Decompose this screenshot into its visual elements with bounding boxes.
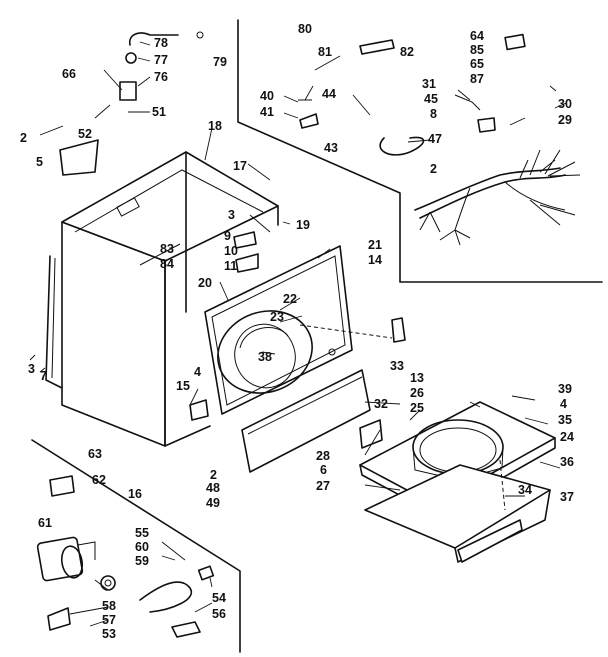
label-p5: 5: [36, 155, 43, 169]
label-p23: 23: [270, 310, 284, 324]
label-p25: 25: [410, 401, 424, 415]
label-p45: 45: [424, 92, 438, 106]
label-p18: 18: [208, 119, 222, 133]
label-p79: 79: [213, 55, 227, 69]
label-p24: 24: [560, 430, 574, 444]
label-p14: 14: [368, 253, 382, 267]
label-p26: 26: [410, 386, 424, 400]
label-p53: 53: [102, 627, 116, 641]
label-p43: 43: [324, 141, 338, 155]
label-p55: 55: [135, 526, 149, 540]
motor-assembly: [36, 536, 215, 638]
label-p76: 76: [154, 70, 168, 84]
label-p48: 48: [206, 481, 220, 495]
label-p2b: 2: [210, 468, 217, 482]
label-p37: 37: [560, 490, 574, 504]
label-p29: 29: [558, 113, 572, 127]
label-p60: 60: [135, 540, 149, 554]
label-p81: 81: [318, 45, 332, 59]
label-p58: 58: [102, 599, 116, 613]
label-p22: 22: [283, 292, 297, 306]
label-p83: 83: [160, 242, 174, 256]
wire-harness: [414, 149, 581, 246]
base-assembly: [359, 401, 556, 563]
front-panel: [204, 245, 393, 415]
label-p49: 49: [206, 496, 220, 510]
label-p20: 20: [198, 276, 212, 290]
label-p35: 35: [558, 413, 572, 427]
label-p10: 10: [224, 244, 238, 258]
label-p82: 82: [400, 45, 414, 59]
label-p31: 31: [422, 77, 436, 91]
label-p15: 15: [176, 379, 190, 393]
label-p3a: 3: [228, 208, 235, 222]
toe-panel: [241, 369, 371, 473]
label-p59: 59: [135, 554, 149, 568]
label-p78: 78: [154, 36, 168, 50]
label-p38: 38: [258, 350, 272, 364]
label-p4a: 4: [194, 365, 201, 379]
label-p6: 6: [320, 463, 327, 477]
label-p41: 41: [260, 105, 274, 119]
label-p65: 65: [470, 57, 484, 71]
label-p36: 36: [560, 455, 574, 469]
label-p4b: 4: [560, 397, 567, 411]
label-p7: 7: [40, 369, 47, 383]
label-p8: 8: [430, 107, 437, 121]
label-p77: 77: [154, 53, 168, 67]
label-p33: 33: [390, 359, 404, 373]
label-p40: 40: [260, 89, 274, 103]
label-p64: 64: [470, 29, 484, 43]
label-p30: 30: [558, 97, 572, 111]
label-p2a: 2: [20, 131, 27, 145]
small-parts: [49, 31, 526, 497]
label-p66: 66: [62, 67, 76, 81]
label-p28: 28: [316, 449, 330, 463]
label-p52: 52: [78, 127, 92, 141]
label-p44: 44: [322, 87, 336, 101]
label-p80: 80: [298, 22, 312, 36]
part-labels: 80 81 82 78 77 76 79 66 51 52 2 5 18 17 …: [20, 22, 574, 641]
label-p47: 47: [428, 132, 442, 146]
label-p13: 13: [410, 371, 424, 385]
label-p16: 16: [128, 487, 142, 501]
label-p62: 62: [92, 473, 106, 487]
section-dividers: [31, 19, 603, 653]
label-p27: 27: [316, 479, 330, 493]
label-p11: 11: [224, 259, 237, 273]
label-p21: 21: [368, 238, 382, 252]
label-p57: 57: [102, 613, 116, 627]
label-p56: 56: [212, 607, 226, 621]
label-p51: 51: [152, 105, 166, 119]
label-p54: 54: [212, 591, 226, 605]
label-p34: 34: [518, 483, 532, 497]
label-p85: 85: [470, 43, 484, 57]
cabinet: [45, 151, 279, 447]
label-p61: 61: [38, 516, 52, 530]
label-p32: 32: [374, 397, 388, 411]
label-p3b: 3: [28, 362, 35, 376]
label-p9: 9: [224, 229, 231, 243]
label-p39: 39: [558, 382, 572, 396]
leader-lines: [29, 41, 567, 627]
label-p19: 19: [296, 218, 310, 232]
label-p84: 84: [160, 257, 174, 271]
label-p2c: 2: [430, 162, 437, 176]
label-p87: 87: [470, 72, 484, 86]
label-p17: 17: [233, 159, 247, 173]
label-p63: 63: [88, 447, 102, 461]
